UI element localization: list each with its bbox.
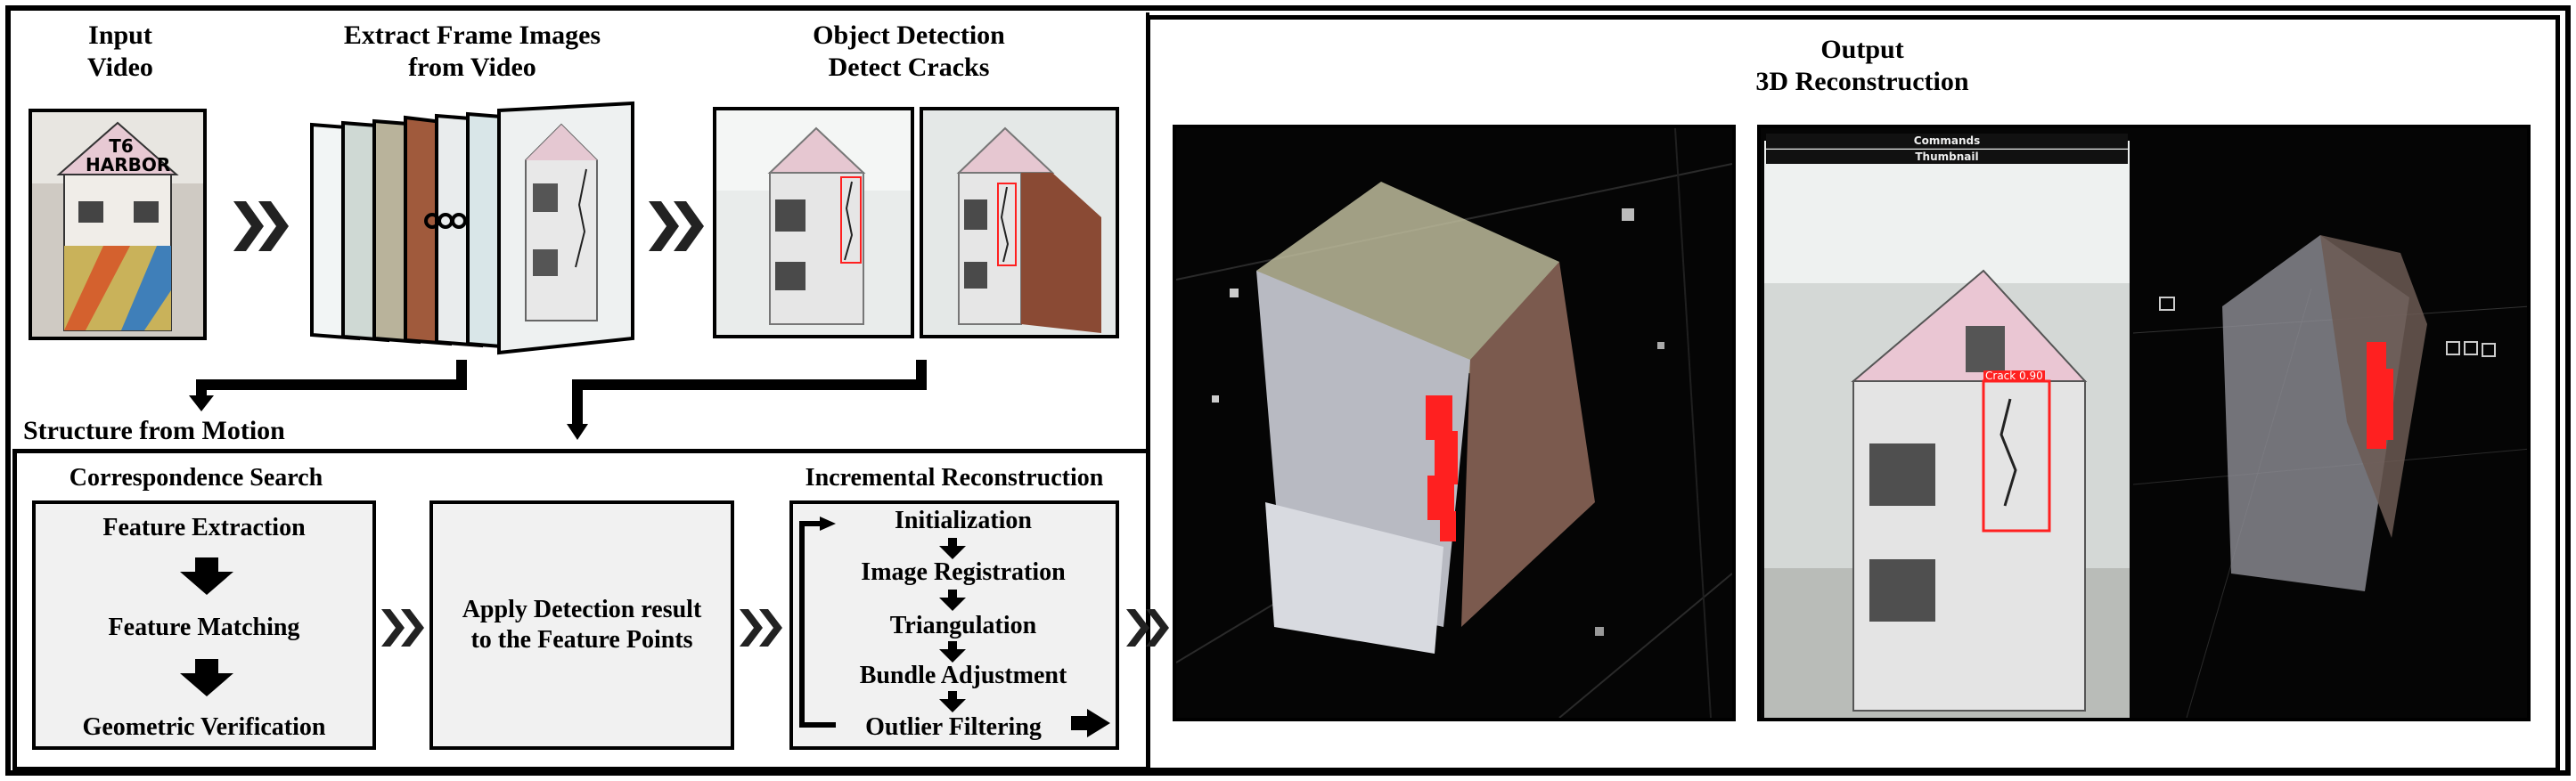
loop-back-arrow bbox=[799, 517, 1110, 737]
step-outlier-filtering: Outlier Filtering bbox=[865, 713, 1042, 741]
input-video-title: Input Video bbox=[87, 20, 153, 82]
chevron-arrow-icon bbox=[649, 201, 704, 251]
step-feature-extraction: Feature Extraction bbox=[102, 514, 306, 541]
house-sign-text: T6 HARBOR bbox=[86, 135, 171, 175]
viewer-video-frame: Crack 0.90 bbox=[1764, 141, 2130, 718]
output-title: Output 3D Reconstruction bbox=[1755, 35, 1969, 96]
elbow-arrow-frames bbox=[189, 360, 467, 411]
apply-detection-text: Apply Detection result to the Feature Po… bbox=[462, 596, 702, 654]
viewer-point-cloud bbox=[2133, 235, 2527, 718]
point-cloud-view bbox=[1173, 125, 1736, 721]
crack-detection-label: Crack 0.90 bbox=[1983, 370, 2045, 382]
apply-detection-box bbox=[429, 500, 734, 750]
chevron-arrow-icon bbox=[233, 201, 289, 251]
menu-commands[interactable]: Commands bbox=[1766, 134, 2128, 149]
down-arrow-icon bbox=[180, 659, 233, 696]
object-detection-title: Object Detection Detect Cracks bbox=[813, 20, 1005, 82]
incremental-title: Incremental Reconstruction bbox=[805, 464, 1104, 492]
extract-frames-title: Extract Frame Images from Video bbox=[343, 20, 601, 82]
sfm-title: Structure from Motion bbox=[23, 416, 285, 445]
step-geometric-verification: Geometric Verification bbox=[82, 713, 326, 741]
outer-frame bbox=[5, 5, 2571, 776]
down-arrow-icon bbox=[939, 590, 966, 611]
down-arrow-icon bbox=[939, 691, 966, 712]
down-arrow-icon bbox=[939, 641, 966, 663]
menu-thumbnail[interactable]: Thumbnail bbox=[1766, 150, 2128, 164]
output-region bbox=[1146, 15, 2560, 772]
chevron-arrow-icon bbox=[381, 609, 424, 647]
down-arrow-icon bbox=[180, 557, 233, 595]
correspondence-title: Correspondence Search bbox=[69, 464, 323, 492]
detection-image-2 bbox=[920, 107, 1119, 338]
elbow-arrow-detection bbox=[567, 360, 927, 440]
sfm-region bbox=[12, 449, 1149, 771]
down-arrow-icon bbox=[939, 538, 966, 559]
step-initialization: Initialization bbox=[894, 507, 1032, 534]
viewer-screen: Crack 0.90 Commands Thumbnail bbox=[1757, 125, 2531, 721]
step-feature-matching: Feature Matching bbox=[108, 614, 300, 641]
detection-image-1 bbox=[713, 107, 914, 338]
correspondence-box bbox=[32, 500, 376, 750]
step-triangulation: Triangulation bbox=[889, 612, 1037, 639]
chevron-arrow-icon bbox=[1126, 609, 1169, 647]
input-video-image: T6 HARBOR bbox=[29, 109, 207, 340]
step-bundle-adjustment: Bundle Adjustment bbox=[859, 662, 1067, 689]
step-image-registration: Image Registration bbox=[861, 558, 1066, 586]
chevron-arrow-icon bbox=[740, 609, 782, 647]
